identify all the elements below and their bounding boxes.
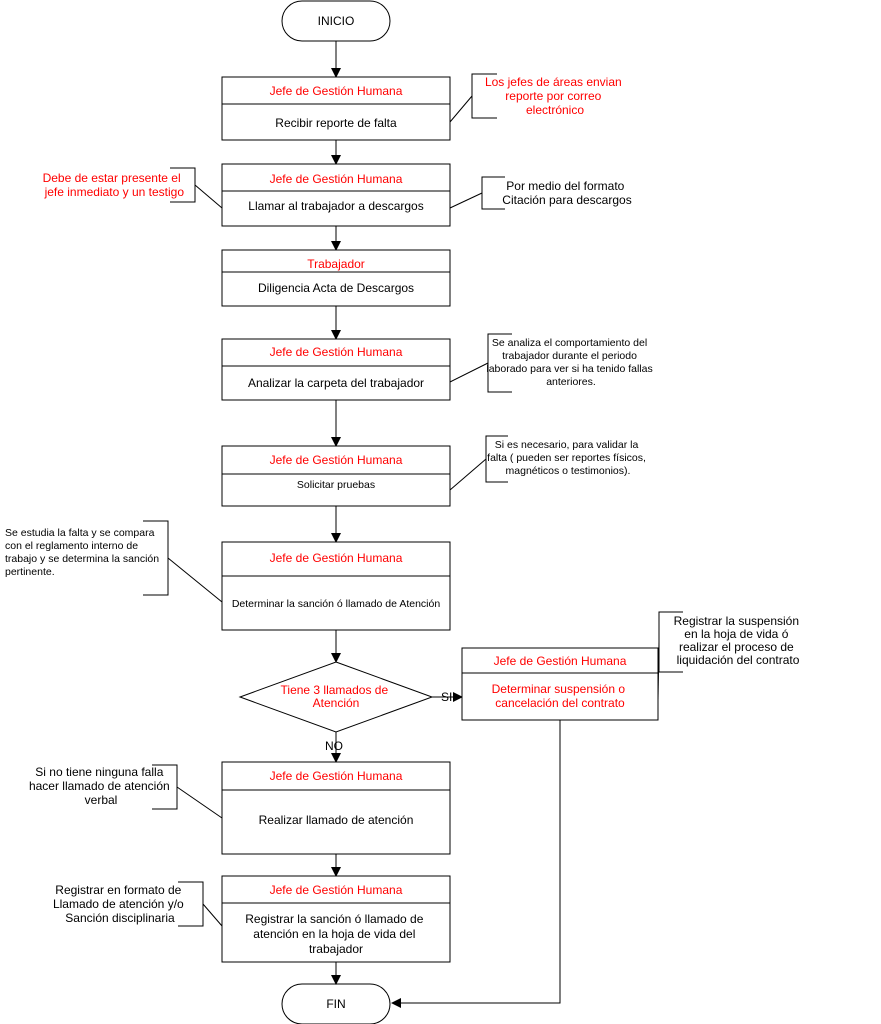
svg-text:Registrar la suspensión: Registrar la suspensión en la hoja de vi… <box>674 614 803 667</box>
main-connectors <box>331 41 561 1008</box>
annotation-formato-llamado: Registrar en formato de Llamado de atenc… <box>53 881 223 927</box>
process-registrar-sancion: Jefe de Gestión Humana Registrar la sanc… <box>221 875 451 963</box>
action-label: Llamar al trabajador a descargos <box>248 199 423 213</box>
annotation-reporte-correo: Los jefes de áreas envian reporte por co… <box>449 73 625 123</box>
role-label: Jefe de Gestión Humana <box>494 654 627 668</box>
role-label: Jefe de Gestión Humana <box>270 345 403 359</box>
decision-text: Tiene 3 llamados de Atención <box>281 683 392 710</box>
start-label: INICIO <box>318 14 355 28</box>
role-label: Jefe de Gestión Humana <box>270 453 403 467</box>
action-label: Determinar la sanción ó llamado de Atenc… <box>232 598 441 610</box>
process-llamar-descargos: Jefe de Gestión Humana Llamar al trabaja… <box>221 163 451 227</box>
no-label: NO <box>325 739 343 753</box>
annotation-pruebas: Si es necesario, para validar la falta (… <box>449 435 649 491</box>
role-label: Jefe de Gestión Humana <box>270 84 403 98</box>
annotation-reglamento: Se estudia la falta y se compara con el … <box>5 520 223 603</box>
role-label: Jefe de Gestión Humana <box>270 883 403 897</box>
process-suspension: Jefe de Gestión Humana Determinar suspen… <box>461 647 659 721</box>
annotation-formato-citacion: Por medio del formato Citación para desc… <box>449 176 632 210</box>
role-label: Jefe de Gestión Humana <box>270 172 403 186</box>
process-analizar-carpeta: Jefe de Gestión Humana Analizar la carpe… <box>221 338 451 401</box>
process-acta-descargos: Trabajador Diligencia Acta de Descargos <box>221 249 451 307</box>
svg-text:Debe de estar presente el: Debe de estar presente el jefe inmediato… <box>43 171 185 199</box>
role-label: Jefe de Gestión Humana <box>270 769 403 783</box>
action-label: Recibir reporte de falta <box>275 116 397 130</box>
action-label: Determinar suspensión o cancelación del … <box>492 682 629 710</box>
annotation-comportamiento: Se analiza el comportamiento del trabaja… <box>449 333 655 393</box>
end-label: FIN <box>326 997 345 1011</box>
svg-text:Se estudia la falta y se compa: Se estudia la falta y se compara con el … <box>5 527 162 578</box>
process-recibir-reporte: Jefe de Gestión Humana Recibir reporte d… <box>221 76 451 141</box>
yes-label: SI <box>441 690 452 704</box>
annotation-jefe-testigo: Debe de estar presente el jefe inmediato… <box>43 167 223 209</box>
svg-text:Por medio del formato Ci: Por medio del formato Citación para desc… <box>502 179 631 207</box>
svg-text:Registrar en formato de: Registrar en formato de Llamado de atenc… <box>53 883 187 925</box>
svg-text:Si es necesario, para validar: Si es necesario, para validar la falta (… <box>487 439 649 477</box>
action-label: Diligencia Acta de Descargos <box>258 281 414 295</box>
process-determinar-sancion: Jefe de Gestión Humana Determinar la san… <box>221 541 451 631</box>
role-label: Jefe de Gestión Humana <box>270 551 403 565</box>
action-label: Realizar llamado de atención <box>259 813 414 827</box>
svg-text:Si no tiene ninguna falla: Si no tiene ninguna falla hacer llamado … <box>29 765 173 807</box>
action-label: Solicitar pruebas <box>297 479 375 491</box>
action-label: Analizar la carpeta del trabajador <box>248 376 424 390</box>
svg-text:Los jefes de áreas envian: Los jefes de áreas envian reporte por co… <box>485 75 625 117</box>
decision-tres-llamados: Tiene 3 llamados de Atención <box>238 661 434 733</box>
svg-text:Se analiza el comportamiento d: Se analiza el comportamiento del trabaja… <box>486 337 655 388</box>
annotation-hoja-vida: Registrar la suspensión en la hoja de vi… <box>657 611 803 701</box>
action-label: Registrar la sanción ó llamado de atenci… <box>245 912 426 956</box>
process-llamado-atencion: Jefe de Gestión Humana Realizar llamado … <box>221 761 451 855</box>
annotation-verbal: Si no tiene ninguna falla hacer llamado … <box>29 764 223 819</box>
process-solicitar-pruebas: Jefe de Gestión Humana Solicitar pruebas <box>221 445 451 507</box>
role-label: Trabajador <box>307 257 365 271</box>
